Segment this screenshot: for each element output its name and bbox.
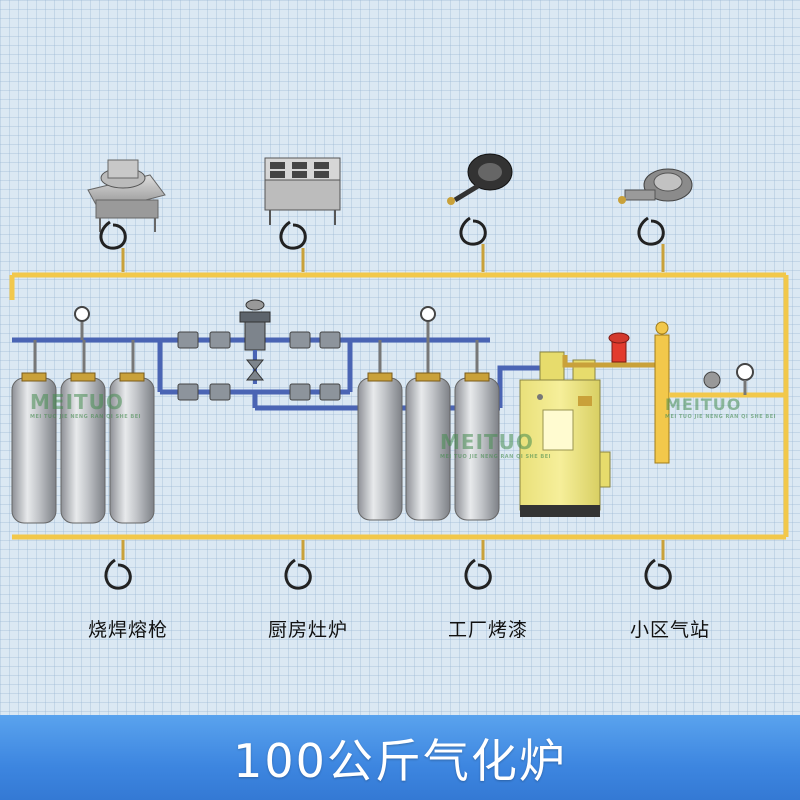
lng-cylinder-bank-left [11,340,155,524]
multi-burner-range-icon [264,157,341,225]
valves [177,331,341,401]
wok-stove-icon [87,159,166,232]
pressure-gauges [74,306,436,340]
watermark-brand: MEITUO [440,430,534,454]
bottom-hoses [104,540,672,590]
vaporizer-cabinet [519,351,611,517]
watermark-sub: MEI TUO JIE NENG RAN QI SHE BEI [665,414,776,420]
watermark-brand: MEITUO [30,390,124,414]
gas-burner-icon [447,153,513,205]
title-banner: 100公斤气化炉 [0,715,800,800]
lng-cylinder-bank-right [357,340,500,521]
vaporizer-system-diagram [9,153,789,590]
output-regulator-assembly [562,321,786,464]
watermark-brand: MEITUO [665,395,742,414]
watermark-sub: MEI TUO JIE NENG RAN QI SHE BEI [440,454,551,460]
pressure-regulator-icon [239,299,271,384]
banner-title: 100公斤气化炉 [233,733,567,788]
label-welding-torch: 烧焊熔枪 [88,619,169,641]
label-factory-paint-baking: 工厂烤漆 [448,619,529,641]
watermark-sub: MEI TUO JIE NENG RAN QI SHE BEI [30,414,141,420]
top-gas-pipeline [9,272,789,540]
top-hoses [99,216,665,272]
gas-burner-head-icon [618,168,693,204]
label-kitchen-stove: 厨房灶炉 [268,619,349,641]
label-community-gas-station: 小区气站 [630,619,711,641]
